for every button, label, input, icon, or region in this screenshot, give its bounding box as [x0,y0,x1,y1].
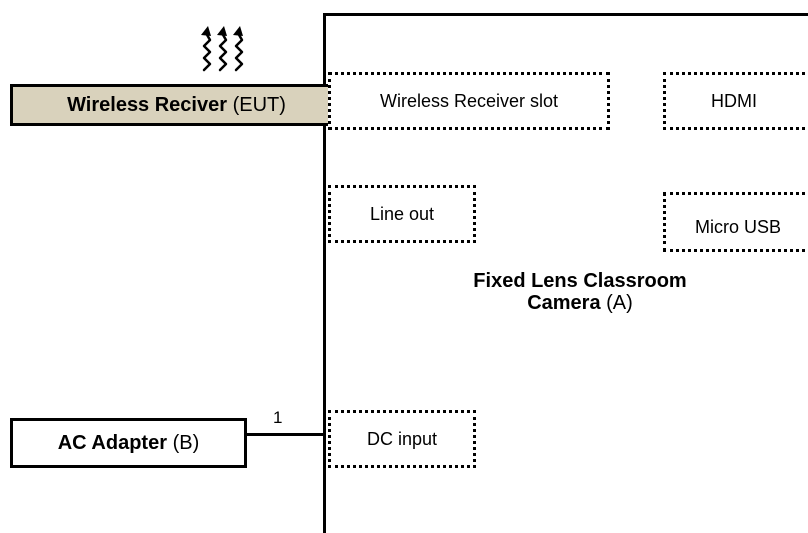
ac-adapter-box: AC Adapter (B) [10,418,247,468]
ac-adapter-tag: (B) [172,431,200,454]
cable-1-line [247,433,325,436]
port-label: HDMI [711,90,757,111]
wireless-receiver-name: Wireless Reciver [67,93,228,116]
camera-label: Fixed Lens Classroom Camera (A) [400,270,760,314]
port-label: DC input [366,428,438,449]
camera-box [323,13,808,533]
port-dc-input: DC input [328,410,476,468]
camera-tag: (A) [606,292,633,314]
port-hdmi: HDMI [663,72,808,130]
camera-name-line1: Fixed Lens Classroom [473,270,687,292]
port-line-out: Line out [328,185,476,243]
port-label: Micro USB [694,216,781,237]
port-label: Line out [369,203,435,224]
camera-name-line2: Camera [527,292,601,314]
wireless-receiver-box: Wireless Reciver (EUT) [10,84,343,126]
wireless-receiver-tag: (EUT) [232,93,286,116]
port-label: Wireless Receiver slot [379,90,559,111]
ac-adapter-name: AC Adapter [57,431,168,454]
port-wireless-receiver-slot: Wireless Receiver slot [328,72,610,130]
port-micro-usb: Micro USB [663,192,808,252]
cable-1-number: 1 [273,408,283,427]
wireless-signal-icon [201,26,244,72]
